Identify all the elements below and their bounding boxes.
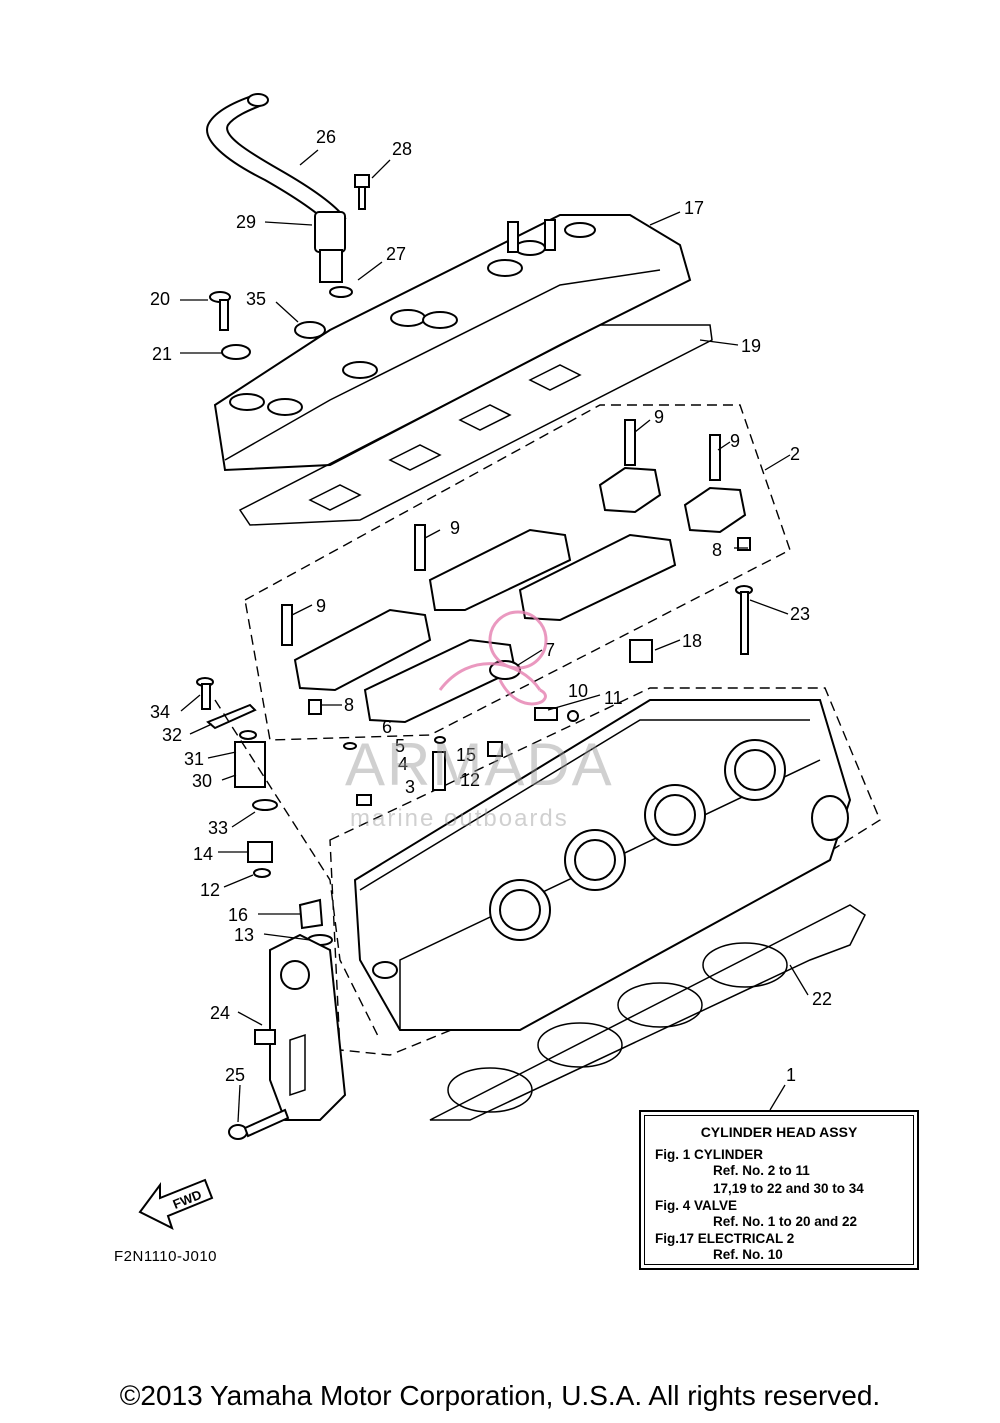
valve-parts	[343, 736, 503, 806]
callout-9-c: 9	[450, 518, 460, 538]
legend-line: Fig.17 ELECTRICAL 2	[655, 1231, 795, 1246]
callout-15: 15	[456, 745, 476, 765]
cam-holder-lower	[281, 604, 517, 724]
breather-hose	[206, 93, 347, 227]
copyright-notice: ©2013 Yamaha Motor Corporation, U.S.A. A…	[119, 1380, 881, 1411]
callout-8-upper: 8	[712, 540, 722, 560]
bolt-25	[228, 1108, 290, 1140]
legend-title: CYLINDER HEAD ASSY	[700, 1124, 858, 1140]
cam-holder-upper	[414, 524, 677, 622]
cam-cap-a	[598, 419, 751, 551]
callout-31: 31	[184, 749, 204, 769]
washer-11	[567, 710, 579, 722]
callout-13: 13	[234, 925, 254, 945]
watermark-logo-icon	[438, 610, 548, 706]
watermark-text: ARMADA	[345, 731, 614, 798]
watermark-subtitle: marine outboards	[350, 805, 569, 832]
callout-12-center: 12	[460, 770, 480, 790]
cylinder-head	[353, 699, 852, 1031]
head-bolt-23	[735, 585, 753, 655]
callout-33: 33	[208, 818, 228, 838]
figure-code: F2N1110-J010	[114, 1248, 218, 1265]
plug-35	[294, 321, 326, 339]
callout-12-left: 12	[200, 880, 220, 900]
fwd-arrow-icon: FWD	[138, 1178, 214, 1230]
legend-box: CYLINDER HEAD ASSY Fig. 1 CYLINDER Ref. …	[639, 1110, 919, 1270]
dowel-18	[629, 639, 653, 663]
legend-line: 17,19 to 22 and 30 to 34	[713, 1181, 864, 1196]
head-cover	[213, 214, 692, 472]
callout-5: 5	[395, 736, 405, 756]
callout-9-a: 9	[654, 407, 664, 427]
callout-9-d: 9	[316, 596, 326, 616]
callout-10: 10	[568, 681, 588, 701]
callout-25: 25	[225, 1065, 245, 1085]
callout-3: 3	[405, 777, 415, 797]
sensor-10	[534, 707, 558, 721]
legend-line: Ref. No. 1 to 20 and 22	[713, 1214, 858, 1229]
callout-27: 27	[386, 244, 406, 264]
callout-9-b: 9	[730, 431, 740, 451]
cam-box-outline	[244, 404, 791, 741]
leader-lines	[180, 149, 809, 1123]
legend-line: Fig. 1 CYLINDER	[655, 1147, 764, 1162]
head-gasket	[429, 904, 866, 1121]
callout-32: 32	[162, 725, 182, 745]
callout-11: 11	[604, 688, 623, 708]
callout-24: 24	[210, 1003, 230, 1023]
callout-29: 29	[236, 212, 256, 232]
callout-20: 20	[150, 289, 170, 309]
legend-line: Fig. 4 VALVE	[655, 1198, 738, 1213]
bolt-28	[354, 174, 370, 210]
legend-line: Ref. No. 2 to 11	[713, 1163, 810, 1178]
callout-28: 28	[392, 139, 412, 159]
left-parts-stack	[196, 677, 381, 1041]
callout-1: 1	[786, 1065, 796, 1085]
callout-23: 23	[790, 604, 810, 624]
callout-21: 21	[152, 344, 172, 364]
legend-line: Ref. No. 10	[713, 1247, 783, 1262]
callout-17: 17	[684, 198, 704, 218]
callout-numbers: 1 2 3 4 5 6 7 8 8 9 9 9 9 10 11 12 12 13…	[150, 127, 832, 1085]
callout-22: 22	[812, 989, 832, 1009]
hose-fitting	[314, 211, 353, 298]
callout-26: 26	[316, 127, 336, 147]
bracket-24	[254, 933, 347, 1121]
cover-bolt-20	[209, 291, 231, 331]
cover-gasket	[238, 324, 713, 526]
callout-30: 30	[192, 771, 212, 791]
callout-6: 6	[382, 717, 392, 737]
callout-8-lower: 8	[344, 695, 354, 715]
grommet-21	[221, 344, 251, 360]
callout-19: 19	[741, 336, 761, 356]
callout-2: 2	[790, 444, 800, 464]
callout-14: 14	[193, 844, 213, 864]
callout-18: 18	[682, 631, 702, 651]
callout-16: 16	[228, 905, 248, 925]
callout-34: 34	[150, 702, 170, 722]
callout-35: 35	[246, 289, 266, 309]
callout-7: 7	[545, 640, 555, 660]
callout-4: 4	[398, 754, 408, 774]
